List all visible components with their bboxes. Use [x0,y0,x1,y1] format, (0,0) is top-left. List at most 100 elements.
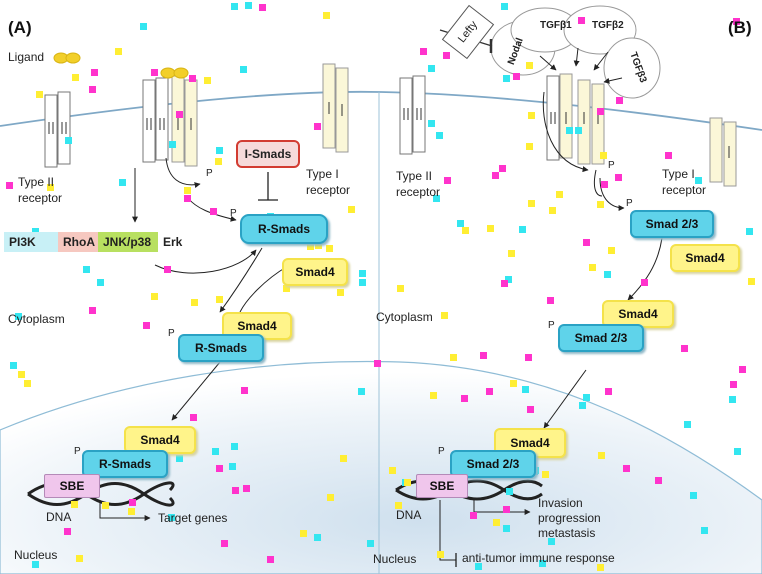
noise-square [579,402,586,409]
noise-square [503,525,510,532]
noise-square [450,354,457,361]
i-smads-box: I-Smads [236,140,300,168]
noise-square [210,208,217,215]
r-smads-box: R-Smads [178,334,264,362]
right-type1-receptor [709,117,737,187]
jnk-p38-label: JNK/p38 [98,232,158,252]
noise-square [598,452,605,459]
panel-label-b: (B) [728,18,752,37]
r-smads-box: R-Smads [240,214,328,244]
erk-label: Erk [158,232,194,252]
noise-square [589,264,596,271]
noise-square [505,276,512,283]
noise-square [119,179,126,186]
noise-square [337,289,344,296]
panel-label-a: (A) [8,18,32,37]
noise-square [734,448,741,455]
noise-square [601,181,608,188]
noise-square [129,499,136,506]
noise-square [575,127,582,134]
sbe-box: SBE [44,474,100,498]
noise-square [267,556,274,563]
noise-square [597,564,604,571]
noise-square [395,502,402,509]
noise-square [176,111,183,118]
noise-square [457,220,464,227]
noise-square [470,512,477,519]
phospho-tag: P [74,446,81,457]
noise-square [151,69,158,76]
noise-square [323,12,330,19]
phospho-tag: P [626,198,633,209]
plasma-membrane [0,90,762,131]
noise-square [24,380,31,387]
noise-square [283,285,290,292]
ligand-icon [53,52,189,79]
noise-square [608,247,615,254]
type1-receptor-label-left: Type I receptor [306,167,351,197]
tgfb2-label: TGFβ2 [592,20,624,31]
noise-square [340,455,347,462]
noise-square [690,492,697,499]
noise-square [665,152,672,159]
noise-square [522,386,529,393]
noise-square [245,2,252,9]
right-type2-receptor [399,75,426,155]
noise-square [526,62,533,69]
noise-square [32,561,39,568]
noise-square [443,52,450,59]
noise-square [191,299,198,306]
noise-square [18,371,25,378]
noise-square [143,322,150,329]
noise-square [548,538,555,545]
noise-square [615,174,622,181]
noise-square [616,97,623,104]
noise-square [221,540,228,547]
noise-square [184,187,191,194]
noise-square [583,394,590,401]
inhibition-lines [258,172,457,567]
noise-square [83,266,90,273]
noise-square [428,65,435,72]
noise-square [64,528,71,535]
ligand-label: Ligand [8,50,45,64]
noise-square [508,250,515,257]
noise-square [231,3,238,10]
smad4-box: Smad4 [124,426,196,454]
noise-square [695,177,702,184]
anti-tumor-label: anti-tumor immune response [462,551,615,565]
phospho-tag: P [608,160,615,171]
noise-square [307,243,314,250]
noise-square [404,479,411,486]
noise-square [739,366,746,373]
noise-square [15,313,22,320]
noise-square [128,508,135,515]
left-type1-receptor [322,63,349,153]
noise-square [462,227,469,234]
noise-square [190,414,197,421]
noise-square [300,530,307,537]
noise-square [240,66,247,73]
noise-square [503,75,510,82]
noise-square [397,285,404,292]
noise-square [374,360,381,367]
noise-square [140,23,147,30]
noise-square [525,354,532,361]
noise-square [604,271,611,278]
noise-square [623,465,630,472]
dna-label-right: DNA [396,508,422,522]
noise-square [215,158,222,165]
smad4-box: Smad4 [282,258,348,286]
noise-square [358,388,365,395]
noise-square [486,388,493,395]
noise-square [748,278,755,285]
noise-square [487,225,494,232]
noise-square [513,73,520,80]
noise-square [433,195,440,202]
smad4-box: Smad4 [670,244,740,272]
noise-square [510,380,517,387]
noise-square [441,312,448,319]
noise-square [729,396,736,403]
invasion-outcome-label: Invasion progression metastasis [538,496,601,540]
